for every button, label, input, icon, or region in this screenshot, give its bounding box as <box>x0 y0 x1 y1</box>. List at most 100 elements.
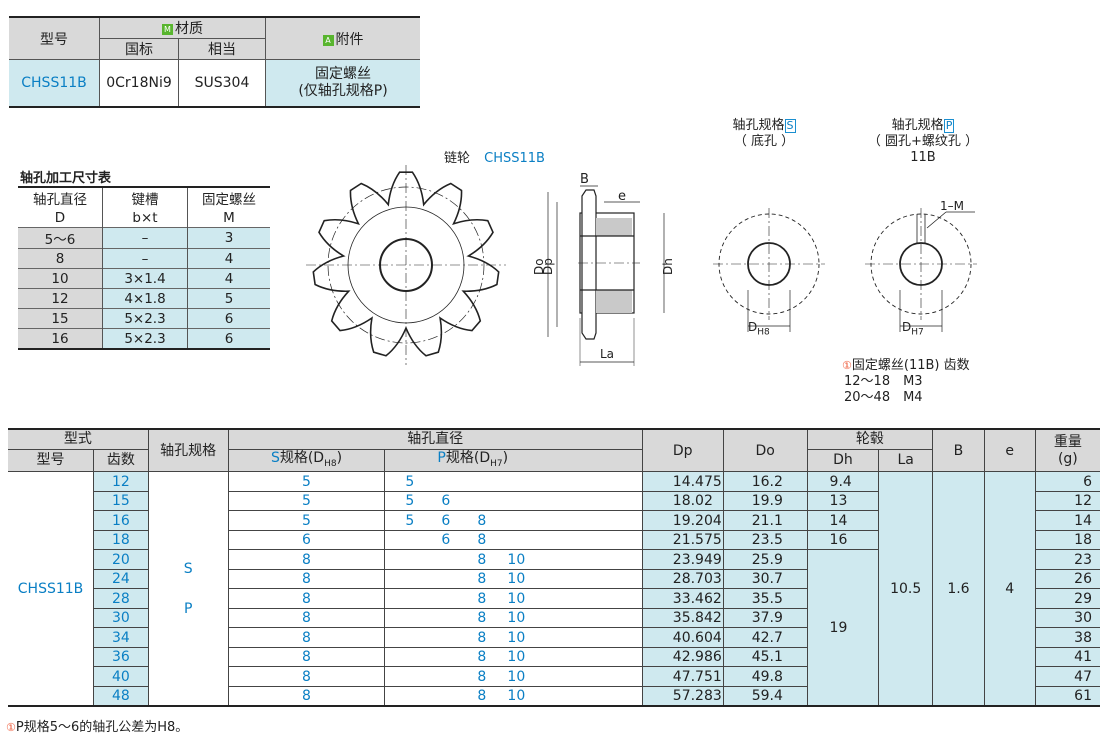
do-cell: 35.5 <box>722 588 808 609</box>
shaft-header-screw: 固定螺丝 <box>202 192 256 208</box>
bore-spec-s: S <box>183 560 193 577</box>
accessory-header-label: 附件 <box>335 31 364 48</box>
footnote-mark: ① <box>6 721 16 734</box>
p-bore-value: 10 <box>507 571 526 588</box>
weight-cell: 26 <box>1034 568 1100 590</box>
p-bore-value: 6 <box>441 493 451 510</box>
e-header: e <box>983 428 1036 473</box>
do-header: Do <box>722 428 808 473</box>
model-header: 型号 <box>9 16 100 60</box>
bore-p-title: 轴孔规格 <box>891 118 944 133</box>
shaft-cell: 5×2.3 <box>102 308 188 329</box>
s-spec-header: S规格(DH8) <box>227 448 386 473</box>
s-bore-cell: 5 <box>227 490 386 512</box>
e-cell: 4 <box>983 471 1036 707</box>
shaft-sub-m: M <box>223 209 235 226</box>
s-bore-cell: 5 <box>227 471 386 492</box>
p-bore-value: 10 <box>507 629 526 646</box>
do-cell: 49.8 <box>722 666 808 687</box>
shaft-cell: 5～6 <box>18 227 103 249</box>
p-bore-value: 10 <box>507 551 526 568</box>
teeth-col-header: 齿数 <box>93 448 149 473</box>
bore-p-dim: DH7 <box>902 320 924 338</box>
dim-b-label: B <box>580 172 589 187</box>
screw-note-mark: ① <box>842 359 852 372</box>
shaft-cell: 5 <box>187 288 270 309</box>
sprocket-drawings: B e Do Dp Dh La 1–M <box>306 165 977 366</box>
dp-cell: 33.462 <box>641 588 724 609</box>
material-header-label: 材质 <box>175 21 203 37</box>
teeth-cell: 20 <box>93 549 149 570</box>
dh-cell: 19 <box>806 549 880 707</box>
bore-s-note: （ 底孔 ） <box>733 134 795 149</box>
shaft-header-diameter: 轴孔直径 <box>18 187 103 208</box>
weight-header: 重量 (g) <box>1034 428 1100 473</box>
p-bore-cell: 8 10 <box>384 666 643 687</box>
p-spec-header: P规格(DH7) <box>384 448 643 473</box>
weight-cell: 23 <box>1034 549 1100 570</box>
teeth-cell: 36 <box>93 646 149 668</box>
p-bore-value: 8 <box>477 512 487 529</box>
p-bore-value: 5 <box>405 512 415 529</box>
dp-cell: 14.475 <box>641 471 724 492</box>
shaft-cell: 4×1.8 <box>102 288 188 309</box>
p-bore-value: 8 <box>477 610 487 627</box>
shaft-cell: 16 <box>18 328 103 349</box>
teeth-cell: 34 <box>93 627 149 648</box>
weight-cell: 12 <box>1034 490 1100 512</box>
shaft-header-keyway: 键槽 <box>102 187 188 208</box>
shaft-cell: 6 <box>187 328 270 349</box>
p-spec-code: P <box>437 449 446 466</box>
shaft-table-title: 轴孔加工尺寸表 <box>20 171 112 186</box>
weight-cell: 6 <box>1034 471 1100 492</box>
spec-table: 型式 轴孔规格 轴孔直径 Dp Do 轮毂 B e 重量 (g) 型号 齿数 S… <box>8 428 1100 708</box>
p-bore-value: 10 <box>507 649 526 666</box>
sprocket-caption: 链轮 CHSS11B <box>444 147 545 166</box>
shaft-sub-bt: b×t <box>102 208 188 228</box>
p-bore-values: 8 10 <box>397 669 641 685</box>
teeth-cell: 24 <box>93 568 149 590</box>
accessory-value: 固定螺丝 (仅轴孔规格P) <box>265 59 420 108</box>
bore-dia-header: 轴孔直径 <box>227 428 643 450</box>
do-cell: 25.9 <box>722 549 808 570</box>
weight-cell: 14 <box>1034 510 1100 531</box>
teeth-cell: 40 <box>93 666 149 687</box>
s-spec-code: S <box>270 449 280 466</box>
shaft-cell: 3×1.4 <box>102 268 188 289</box>
footnote-text: P规格5～6的轴孔公差为H8。 <box>15 720 189 735</box>
s-bore-cell: 8 <box>227 666 386 687</box>
p-bore-value: 8 <box>477 551 487 568</box>
shaft-cell: 10 <box>18 268 103 289</box>
p-bore-cell: 8 10 <box>384 549 643 570</box>
bore-p-size: 11B <box>910 150 936 165</box>
p-bore-value: 5 <box>405 493 415 510</box>
teeth-cell: 15 <box>93 490 149 512</box>
teeth-cell: 16 <box>93 510 149 531</box>
p-bore-value: 8 <box>477 590 487 607</box>
la-cell: 10.5 <box>878 471 934 707</box>
p-bore-value: 8 <box>477 668 487 685</box>
s-spec-label: 规格(D <box>279 449 325 466</box>
dp-cell: 19.204 <box>641 510 724 531</box>
bore-s-title: 轴孔规格 <box>732 118 785 133</box>
p-bore-value: 10 <box>507 668 526 685</box>
bore-s-dim: DH8 <box>748 320 770 338</box>
do-cell: 30.7 <box>722 568 808 590</box>
shaft-cell: 3 <box>187 227 270 249</box>
